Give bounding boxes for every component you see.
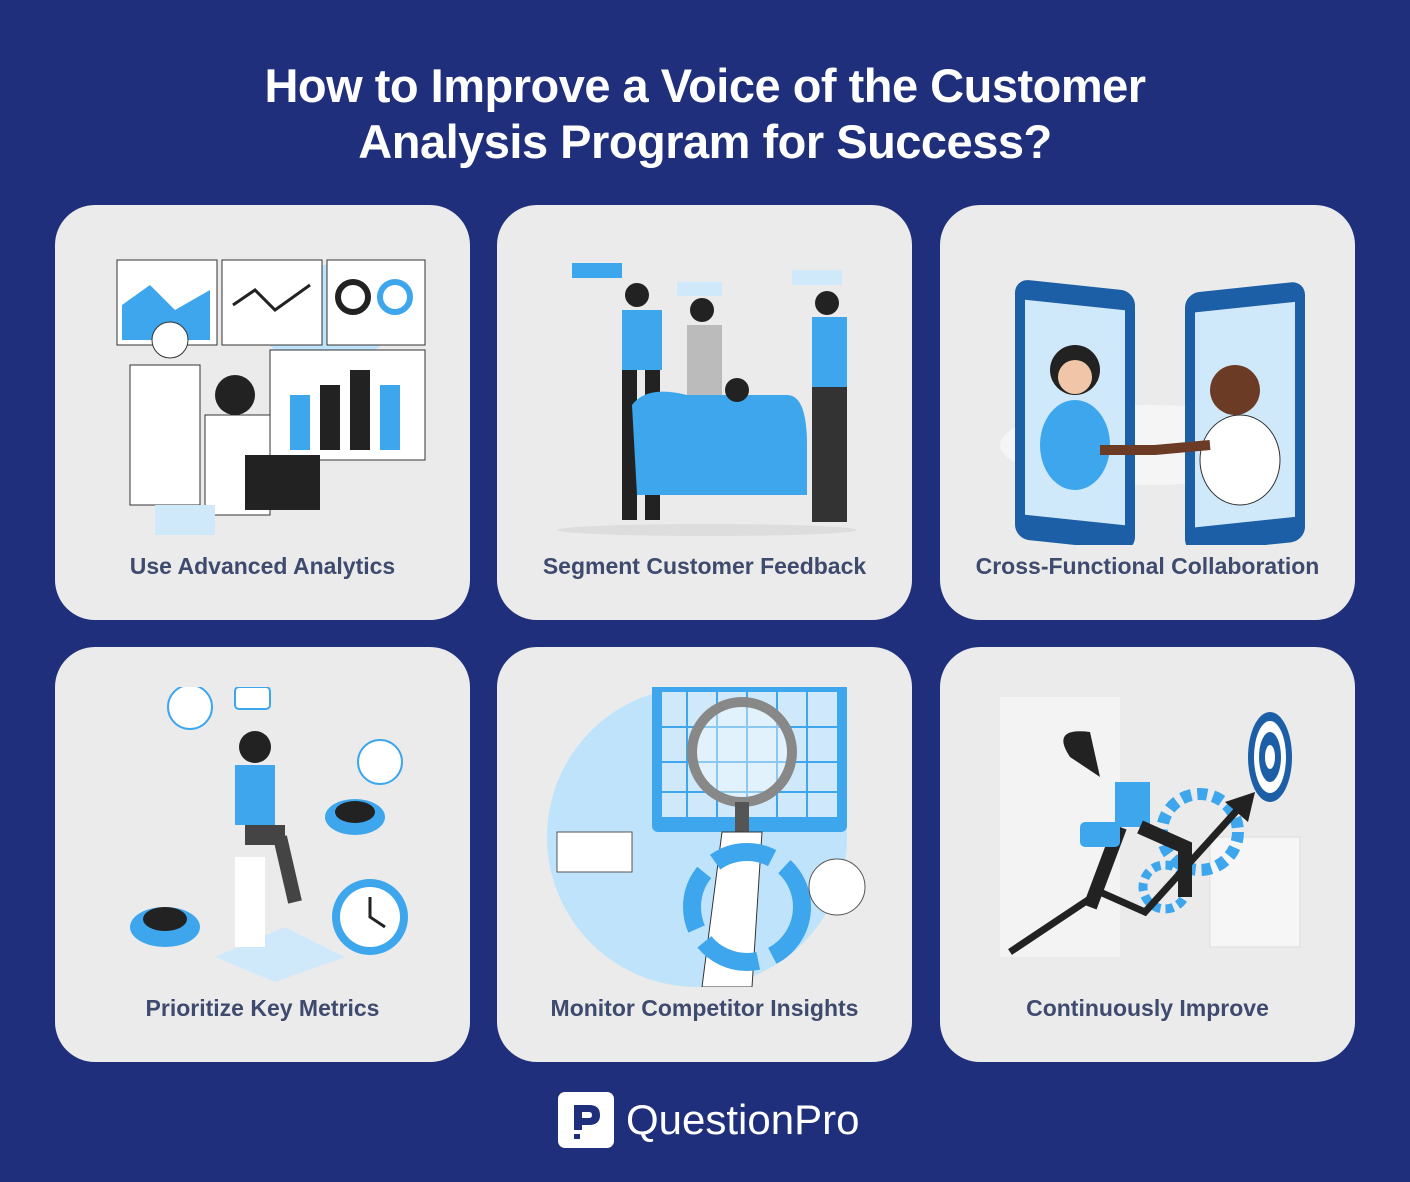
card-label: Use Advanced Analytics (129, 553, 396, 579)
card-label: Monitor Competitor Insights (550, 995, 859, 1021)
customer-ratings-illustration (557, 263, 857, 536)
card-segment-customer-feedback: Segment Customer Feedback (497, 205, 912, 620)
questionpro-logo-icon (558, 1092, 614, 1148)
phone-handshake-illustration (1000, 280, 1305, 545)
card-label: Cross-Functional Collaboration (975, 553, 1320, 579)
target-growth-illustration (1000, 697, 1301, 957)
card-label: Prioritize Key Metrics (145, 995, 380, 1021)
analytics-dashboard-illustration (116, 259, 426, 535)
card-label: Segment Customer Feedback (542, 553, 867, 579)
card-prioritize-key-metrics: Prioritize Key Metrics (55, 647, 470, 1062)
title-line-1: How to Improve a Voice of the Customer (264, 59, 1146, 112)
card-continuously-improve: Continuously Improve (940, 647, 1355, 1062)
logo-text: QuestionPro (626, 1096, 860, 1143)
card-cross-functional-collaboration: Cross-Functional Collaboration (940, 205, 1355, 620)
page-title: How to Improve a Voice of the Customer A… (0, 58, 1410, 170)
magnifier-chart-illustration (547, 687, 866, 987)
card-monitor-competitor-insights: Monitor Competitor Insights (497, 647, 912, 1062)
questionpro-logo: QuestionPro (558, 1092, 859, 1148)
title-line-2: Analysis Program for Success? (358, 115, 1052, 168)
card-use-advanced-analytics: Use Advanced Analytics (55, 205, 470, 620)
metrics-illustration (130, 687, 408, 982)
card-label: Continuously Improve (1026, 995, 1269, 1021)
